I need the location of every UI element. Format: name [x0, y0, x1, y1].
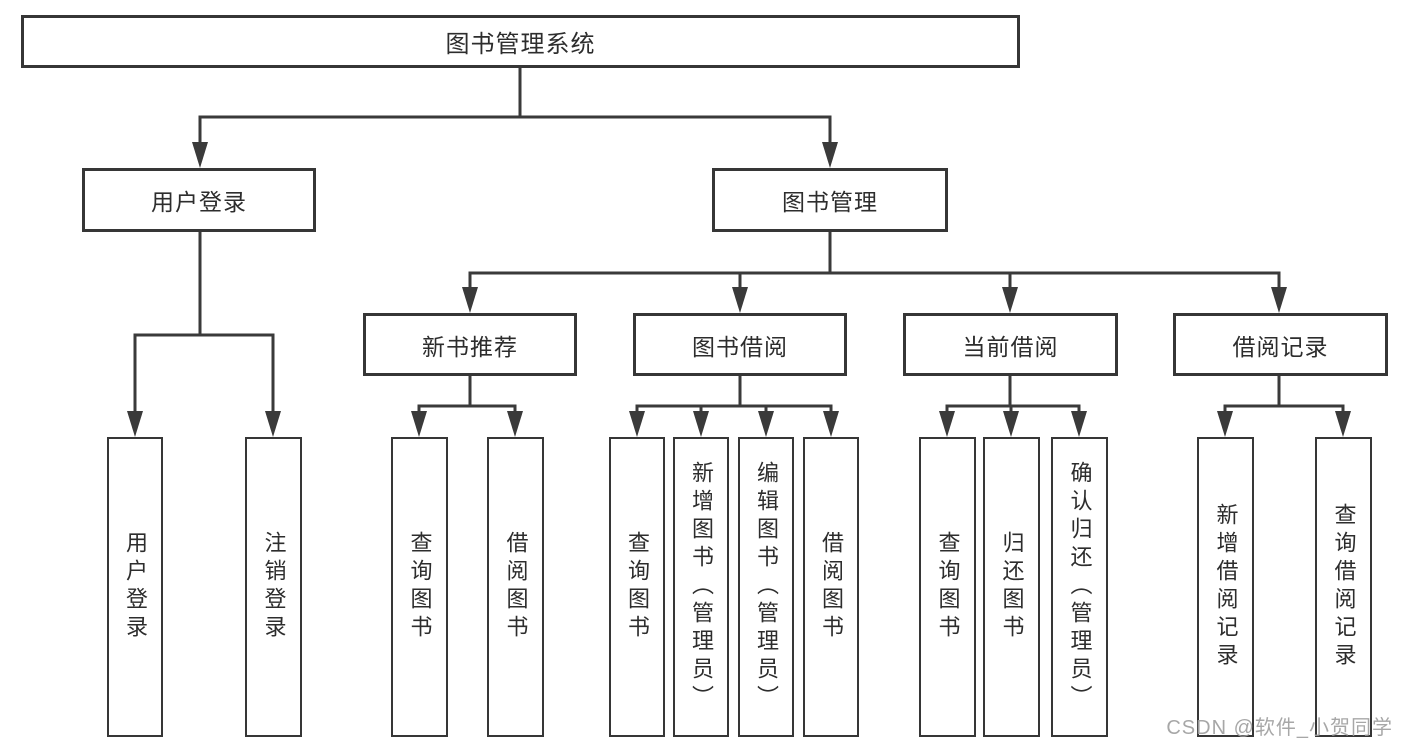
- node-label: 用户登录: [151, 189, 247, 215]
- node-book-management: 图书管理: [712, 168, 948, 232]
- connector-level2-bar: [198, 115, 832, 150]
- leaf-label: 查询借阅记录: [1331, 503, 1357, 671]
- arrowhead: [127, 411, 143, 437]
- arrowhead: [1003, 411, 1019, 437]
- leaf-borrow-books: 借阅图书: [487, 437, 544, 737]
- leaf-query-borrow-record: 查询借阅记录: [1315, 437, 1372, 737]
- leaf-label: 借阅图书: [819, 531, 844, 643]
- arrowhead: [732, 287, 748, 313]
- node-current-borrowing: 当前借阅: [903, 313, 1118, 376]
- leaf-query-books: 查询图书: [391, 437, 448, 737]
- connector-recommend-bar: [417, 404, 517, 420]
- node-label: 图书管理系统: [445, 31, 596, 58]
- leaf-add-borrow-record: 新增借阅记录: [1197, 437, 1254, 737]
- connector-records-bar: [1223, 404, 1345, 420]
- node-book-borrowing: 图书借阅: [633, 313, 847, 376]
- arrowhead: [822, 142, 838, 168]
- arrowhead: [1335, 411, 1351, 437]
- leaf-add-books-admin: 新增图书（管理员）: [673, 437, 729, 737]
- arrowhead: [1071, 411, 1087, 437]
- arrowhead: [1217, 411, 1233, 437]
- leaf-label: 查询图书: [625, 531, 650, 643]
- leaf-label: 归还图书: [999, 531, 1025, 643]
- node-label: 图书借阅: [692, 333, 788, 360]
- leaf-label: 查询图书: [407, 531, 433, 643]
- node-borrowing-records: 借阅记录: [1173, 313, 1388, 376]
- leaf-label: 确认归还（管理员）: [1067, 461, 1093, 713]
- arrowhead: [265, 411, 281, 437]
- csdn-watermark: CSDN @软件_小贺同学: [1166, 717, 1393, 739]
- node-user-login: 用户登录: [82, 168, 316, 232]
- leaf-query-books: 查询图书: [919, 437, 976, 737]
- connector-borrow-bar: [635, 404, 833, 420]
- arrowhead: [693, 411, 709, 437]
- arrowhead: [411, 411, 427, 437]
- leaf-query-books: 查询图书: [609, 437, 665, 737]
- leaf-borrow-books: 借阅图书: [803, 437, 859, 737]
- leaf-label: 新增图书（管理员）: [689, 461, 714, 713]
- arrowhead: [629, 411, 645, 437]
- leaf-label: 新增借阅记录: [1213, 503, 1239, 671]
- leaf-logout: 注销登录: [245, 437, 302, 737]
- arrowhead: [758, 411, 774, 437]
- node-new-book-recommendation: 新书推荐: [363, 313, 577, 376]
- node-label: 借阅记录: [1232, 333, 1329, 360]
- leaf-label: 查询图书: [935, 531, 961, 643]
- connector-level3-bar: [468, 271, 1281, 295]
- leaf-label: 借阅图书: [503, 531, 529, 643]
- node-label: 当前借阅: [962, 333, 1059, 360]
- leaf-user-login: 用户登录: [107, 437, 163, 737]
- arrowhead: [939, 411, 955, 437]
- arrowhead: [462, 287, 478, 313]
- leaf-label: 注销登录: [261, 531, 287, 643]
- node-label: 图书管理: [782, 189, 878, 215]
- arrowhead: [507, 411, 523, 437]
- arrowhead: [192, 142, 208, 168]
- leaf-edit-books-admin: 编辑图书（管理员）: [738, 437, 794, 737]
- arrowhead: [1271, 287, 1287, 313]
- arrowhead: [823, 411, 839, 437]
- leaf-confirm-return-admin: 确认归还（管理员）: [1051, 437, 1108, 737]
- leaf-label: 用户登录: [123, 531, 148, 643]
- node-label: 新书推荐: [422, 333, 518, 360]
- connector-user-login-bar: [133, 333, 275, 420]
- leaf-return-books: 归还图书: [983, 437, 1040, 737]
- node-library-management-system: 图书管理系统: [21, 15, 1020, 68]
- leaf-label: 编辑图书（管理员）: [754, 461, 779, 713]
- arrowhead: [1002, 287, 1018, 313]
